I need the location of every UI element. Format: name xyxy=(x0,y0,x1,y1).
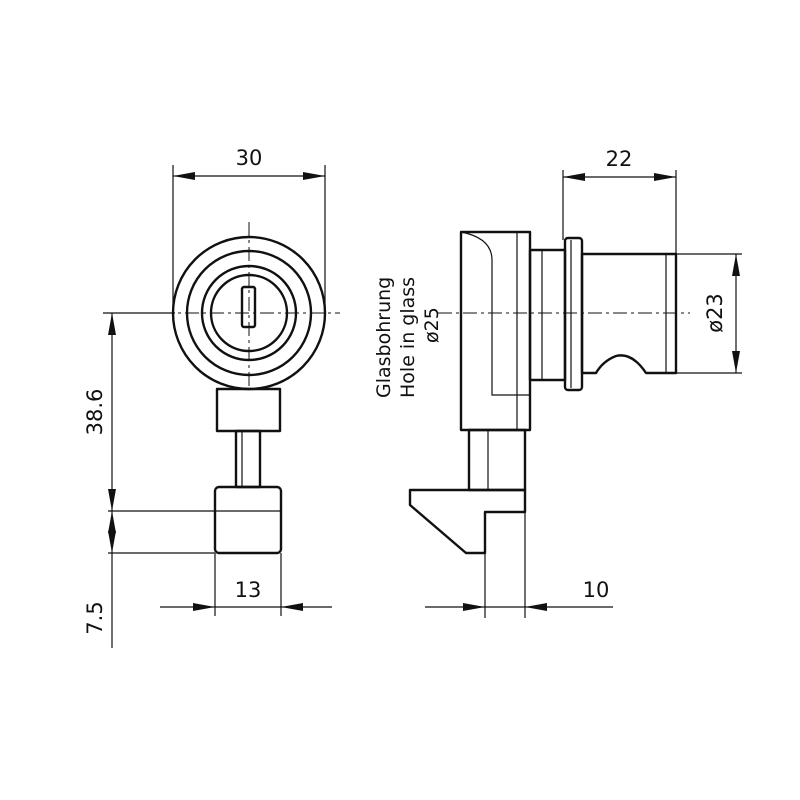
dim-10-label: 10 xyxy=(583,578,610,602)
dim-22: 22 xyxy=(562,147,677,254)
note-diameter-25: ø25 xyxy=(421,307,443,343)
dim-30-label: 30 xyxy=(236,146,263,170)
dim-22-arrow-right xyxy=(654,173,676,181)
bolt-head xyxy=(213,485,283,555)
housing-outline xyxy=(459,230,532,432)
dim-13-label: 13 xyxy=(235,578,262,602)
side-bolt-stem xyxy=(467,428,527,492)
body-step xyxy=(528,248,567,382)
dim-10-arrow-left xyxy=(463,603,485,611)
dim-7-5-arrow-bottom xyxy=(108,531,116,553)
dim-22-arrow-left xyxy=(563,173,585,181)
dim-d23-arrow-bottom xyxy=(732,351,740,373)
dim-10: 10 xyxy=(425,578,613,611)
dim-30-arrow-right xyxy=(303,172,325,180)
dim-10-arrow-right xyxy=(525,603,547,611)
note-glasbohrung: Glasbohrung xyxy=(373,277,395,398)
glass-hole-note: Glasbohrung Hole in glass ø25 xyxy=(373,277,443,398)
flange xyxy=(563,236,584,392)
front-view xyxy=(108,222,340,555)
bolt-stem xyxy=(234,429,262,489)
dim-d23: ø23 xyxy=(676,253,742,374)
dim-13-arrow-right xyxy=(281,603,303,611)
dim-38-6-label: 38.6 xyxy=(83,389,107,436)
dim-d23-arrow-top xyxy=(732,254,740,276)
dim-13-arrow-left xyxy=(193,603,215,611)
dim-13: 13 xyxy=(160,553,332,616)
lock-neck xyxy=(215,387,282,433)
dim-d23-label: ø23 xyxy=(703,293,727,333)
dim-38-6-arrow-top xyxy=(108,313,116,335)
dim-30-arrow-left xyxy=(173,172,195,180)
side-view xyxy=(408,230,690,618)
tongue xyxy=(408,488,527,555)
dim-7-5-label: 7.5 xyxy=(83,601,107,634)
note-hole-in-glass: Hole in glass xyxy=(397,277,419,398)
dim-30: 30 xyxy=(172,146,326,313)
housing-chamfer xyxy=(460,231,530,396)
dim-38-6: 38.6 xyxy=(83,312,175,511)
dim-22-label: 22 xyxy=(606,147,633,171)
dim-38-6-arrow-bottom xyxy=(108,489,116,511)
dim-7-5-arrow-top xyxy=(108,511,116,533)
cylinder-body xyxy=(580,252,678,375)
dim-7-5: 7.5 xyxy=(83,511,116,648)
